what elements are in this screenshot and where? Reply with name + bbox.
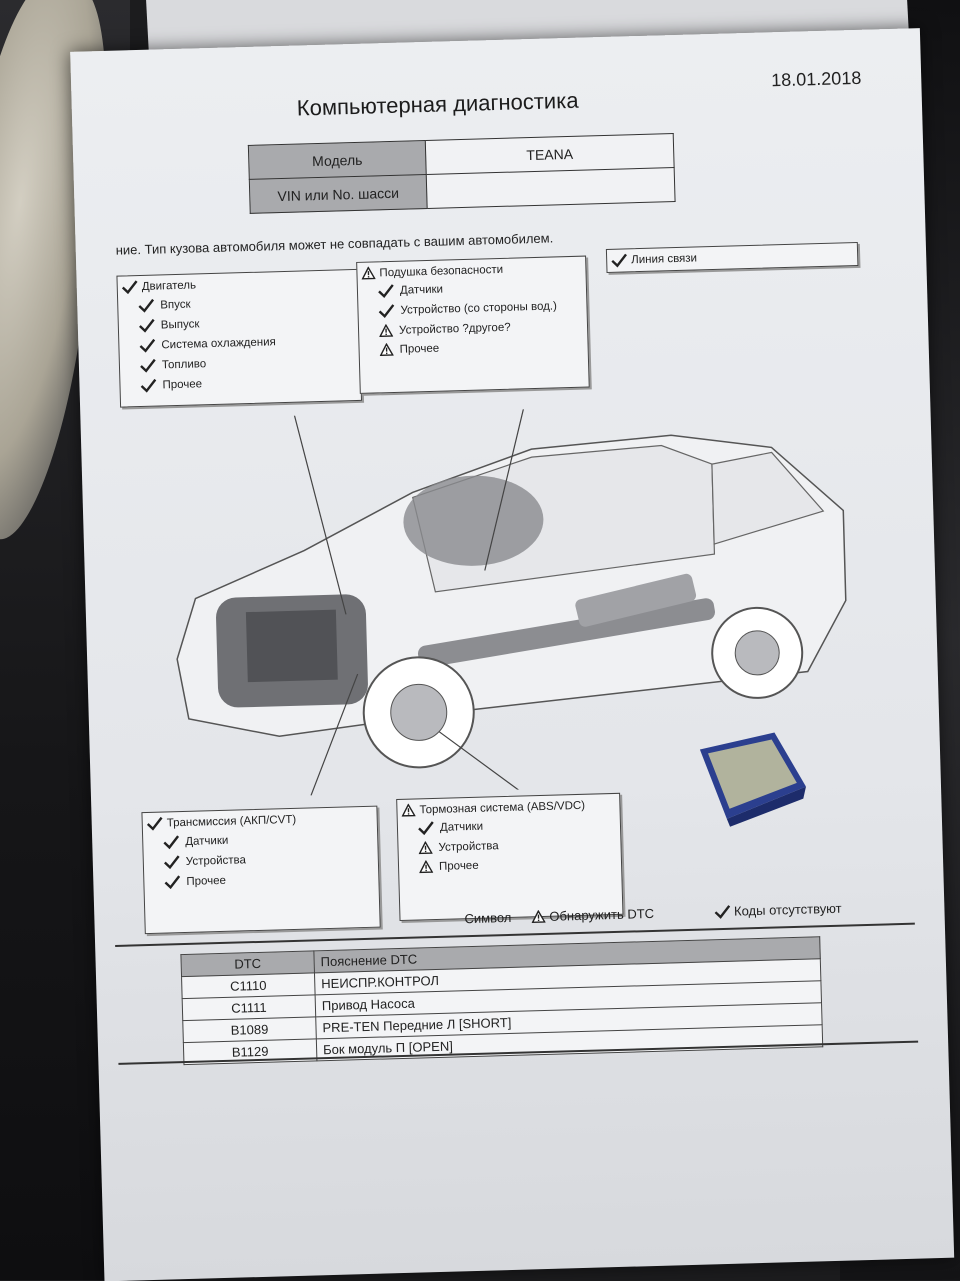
item-label: Выпуск xyxy=(160,318,200,332)
warning-triangle-icon xyxy=(418,840,433,855)
report-date: 18.01.2018 xyxy=(770,67,862,91)
vehicle-info-table: Модель TEANA VIN или No. шасси xyxy=(248,133,676,214)
item-label: Устройство ?другое? xyxy=(398,321,511,337)
transmission-header: Трансмиссия (АКП/CVT) xyxy=(142,807,376,834)
list-item: Датчики xyxy=(358,276,586,302)
symbol-legend: Символ Обнаружить DTC Коды отсутствуют xyxy=(464,901,842,927)
list-item: Выпуск xyxy=(119,310,359,337)
item-label: Прочее xyxy=(438,859,479,873)
list-item: Устройство ?другое? xyxy=(359,316,587,341)
report-title: Компьютерная диагностика xyxy=(296,87,579,121)
list-item: Датчики xyxy=(143,827,377,854)
list-item: Прочее xyxy=(144,867,378,894)
comm-line-box: Линия связи xyxy=(605,241,859,273)
checkmark-icon xyxy=(163,835,180,850)
checkmark-icon xyxy=(378,284,394,298)
engine-header: Двигатель xyxy=(117,270,357,297)
warning-triangle-icon xyxy=(379,342,394,357)
list-item: Устройства xyxy=(398,833,620,858)
item-label: Датчики xyxy=(439,820,484,834)
checkmark-icon xyxy=(378,304,395,318)
warning-triangle-icon xyxy=(401,803,416,817)
checkmark-icon xyxy=(138,298,155,313)
legend-dtc-found: Обнаружить DTC xyxy=(531,906,654,924)
item-label: Топливо xyxy=(161,358,207,372)
body-type-note: ние. Тип кузова автомобиля может не совп… xyxy=(115,230,554,258)
comm-title: Линия связи xyxy=(631,252,698,267)
list-item: Система охлаждения xyxy=(119,330,359,357)
item-label: Устройство (со стороны вод.) xyxy=(400,300,558,317)
list-item: Топливо xyxy=(120,350,360,377)
legend-dtc-label: Обнаружить DTC xyxy=(549,905,655,924)
brake-header: Тормозная система (ABS/VDC) xyxy=(397,794,619,819)
item-label: Прочее xyxy=(399,342,440,356)
transmission-title: Трансмиссия (АКП/CVT) xyxy=(166,813,297,830)
checkmark-icon xyxy=(714,904,730,919)
vin-label: VIN или No. шасси xyxy=(249,174,428,214)
brake-title: Тормозная система (ABS/VDC) xyxy=(419,799,586,816)
item-label: Впуск xyxy=(160,298,191,312)
checkmark-icon xyxy=(611,253,627,268)
list-item: Устройства xyxy=(144,847,378,874)
item-label: Прочее xyxy=(186,874,227,888)
warning-triangle-icon xyxy=(531,909,546,924)
checkmark-icon xyxy=(164,875,181,890)
list-item: Прочее xyxy=(399,852,621,877)
legend-no-codes-label: Коды отсутствуют xyxy=(733,900,842,919)
item-label: Датчики xyxy=(399,283,444,297)
brake-system-box: Тормозная система (ABS/VDC) Датчики Устр… xyxy=(396,792,624,922)
car-illustration xyxy=(176,400,847,800)
warning-triangle-icon xyxy=(379,323,394,338)
model-label: Модель xyxy=(248,140,427,180)
engine-title: Двигатель xyxy=(141,279,197,293)
list-item: Прочее xyxy=(120,370,360,397)
obd-adapter xyxy=(699,732,806,827)
item-label: Устройства xyxy=(185,854,247,868)
airbag-system-box: Подушка безопасности Датчики Устройство … xyxy=(356,255,590,394)
airbag-header: Подушка безопасности xyxy=(357,257,585,282)
engine-system-box: Двигатель Впуск Выпуск Система охлаждени… xyxy=(116,268,363,408)
legend-no-codes: Коды отсутствуют xyxy=(714,901,842,920)
item-label: Устройства xyxy=(438,839,499,854)
comm-header: Линия связи xyxy=(607,243,857,270)
legend-symbol-label: Символ xyxy=(464,909,512,927)
item-label: Прочее xyxy=(162,378,203,392)
transmission-system-box: Трансмиссия (АКП/CVT) Датчики Устройства… xyxy=(141,805,381,935)
checkmark-icon xyxy=(140,378,157,393)
checkmark-icon xyxy=(418,821,434,836)
checkmark-icon xyxy=(139,318,155,333)
checkmark-icon xyxy=(146,816,163,831)
list-item: Прочее xyxy=(359,335,587,360)
checkmark-icon xyxy=(140,358,156,373)
list-item: Впуск xyxy=(118,290,358,317)
warning-triangle-icon xyxy=(419,859,434,874)
list-item: Устройство (со стороны вод.) xyxy=(358,296,586,322)
diagnostic-report-sheet: Компьютерная диагностика 18.01.2018 Моде… xyxy=(70,28,955,1281)
airbag-title: Подушка безопасности xyxy=(379,263,504,279)
vin-value xyxy=(426,167,676,209)
list-item: Датчики xyxy=(398,813,620,839)
item-label: Датчики xyxy=(185,834,229,848)
checkmark-icon xyxy=(164,855,180,870)
checkmark-icon xyxy=(139,338,156,353)
warning-triangle-icon xyxy=(361,266,376,280)
checkmark-icon xyxy=(121,280,138,295)
item-label: Система охлаждения xyxy=(161,336,276,352)
